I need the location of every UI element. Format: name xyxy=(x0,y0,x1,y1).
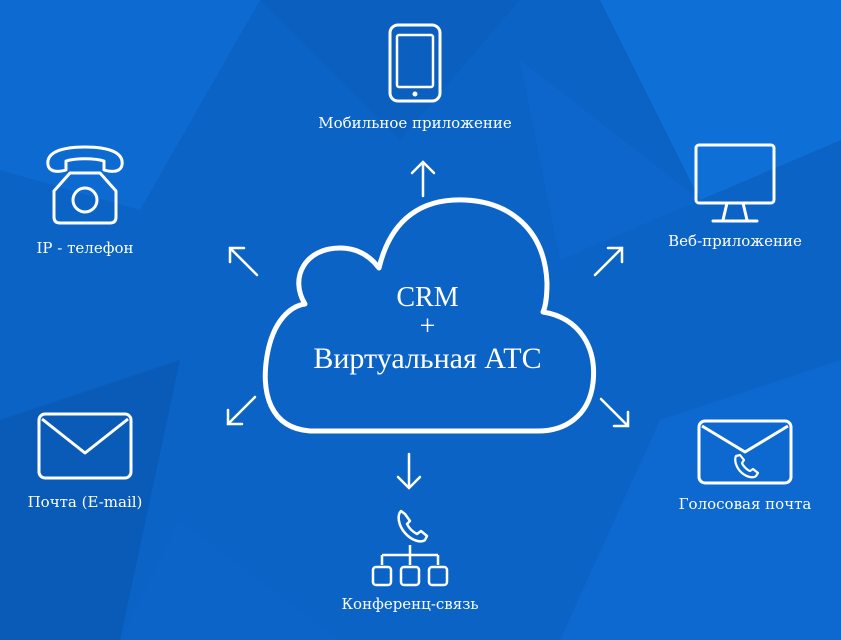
node-ip-phone: IP - телефон xyxy=(15,143,155,257)
node-web-app: Веб-приложение xyxy=(660,142,810,250)
arrow-up-right-icon xyxy=(593,246,624,277)
label-voicemail: Голосовая почта xyxy=(678,495,812,513)
smartphone-icon xyxy=(388,23,442,103)
arrow-up-left-icon xyxy=(228,246,259,277)
label-mobile-app: Мобильное приложение xyxy=(318,114,512,132)
center-line-plus: + xyxy=(419,311,436,342)
label-ip-phone: IP - телефон xyxy=(36,239,134,257)
label-web-app: Веб-приложение xyxy=(668,232,802,250)
label-conference: Конференц-связь xyxy=(341,595,479,613)
voicemail-icon xyxy=(697,419,793,485)
monitor-icon xyxy=(694,143,776,223)
arrow-down-left-icon xyxy=(226,395,257,426)
center-line-crm: CRM xyxy=(396,282,459,313)
label-email: Почта (E-mail) xyxy=(27,493,143,511)
envelope-icon xyxy=(37,412,133,480)
arrow-down-right-icon xyxy=(599,397,630,428)
arrow-down-icon xyxy=(396,452,422,490)
telephone-icon xyxy=(46,145,124,225)
node-mobile-app: Мобильное приложение xyxy=(315,22,515,132)
node-voicemail: Голосовая почта xyxy=(670,418,820,513)
node-conference: Конференц-связь xyxy=(330,507,490,613)
node-email: Почта (E-mail) xyxy=(15,411,155,511)
center-line-ats: Виртуальная АТС xyxy=(313,342,542,375)
conference-icon xyxy=(371,509,449,587)
cloud-title: CRM + Виртуальная АТС xyxy=(255,282,600,378)
arrow-up-icon xyxy=(410,160,436,198)
cloud-icon xyxy=(262,197,597,434)
